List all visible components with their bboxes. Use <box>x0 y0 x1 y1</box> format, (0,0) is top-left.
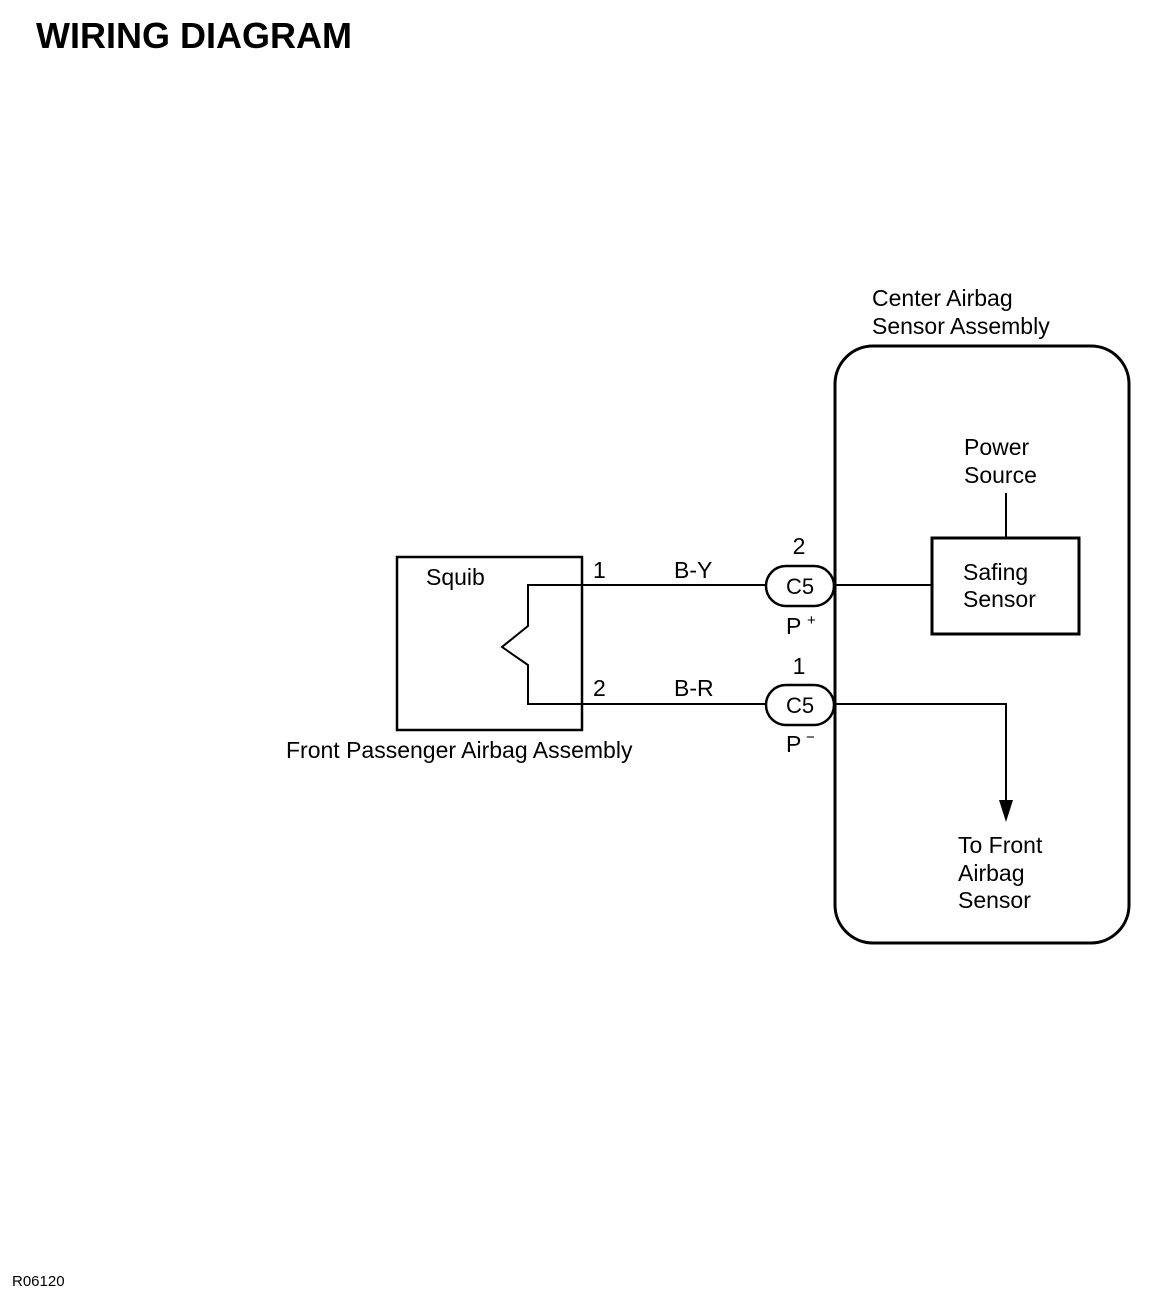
pin-right-2: 2 <box>793 533 806 559</box>
arrow-down-icon <box>999 800 1013 822</box>
pin-right-1: 1 <box>793 653 806 679</box>
center-sensor-label-line2: Sensor Assembly <box>872 313 1050 339</box>
power-source-label-line2: Source <box>964 462 1037 488</box>
terminal-minus-sign: − <box>806 729 815 746</box>
pin-left-1: 1 <box>593 557 606 583</box>
front-sensor-label-line3: Sensor <box>958 887 1031 913</box>
pin-left-2: 2 <box>593 675 606 701</box>
front-sensor-label-line1: To Front <box>958 832 1043 858</box>
safing-sensor-label-line2: Sensor <box>963 586 1036 612</box>
center-sensor-box <box>833 344 1131 945</box>
safing-sensor-label-line1: Safing <box>963 559 1028 585</box>
power-source-label-line1: Power <box>964 434 1030 460</box>
terminal-p-plus: P <box>786 613 801 639</box>
wire-to-front-sensor <box>834 703 1007 808</box>
connector-label-lower: C5 <box>786 693 814 718</box>
figure-code: R06120 <box>12 1273 65 1290</box>
terminal-plus-sign: + <box>807 612 816 629</box>
center-sensor-label-line1: Center Airbag <box>872 285 1013 311</box>
wire-color-b-y: B-Y <box>674 557 712 583</box>
passenger-airbag-label: Front Passenger Airbag Assembly <box>286 737 633 763</box>
front-sensor-label-line2: Airbag <box>958 860 1024 886</box>
terminal-p-minus: P <box>786 731 801 757</box>
squib-symbol <box>500 584 582 705</box>
page-title: WIRING DIAGRAM <box>36 15 352 56</box>
connector-label-upper: C5 <box>786 574 814 599</box>
passenger-airbag-box <box>395 555 584 732</box>
wire-color-b-r: B-R <box>674 675 714 701</box>
squib-label: Squib <box>426 564 485 590</box>
